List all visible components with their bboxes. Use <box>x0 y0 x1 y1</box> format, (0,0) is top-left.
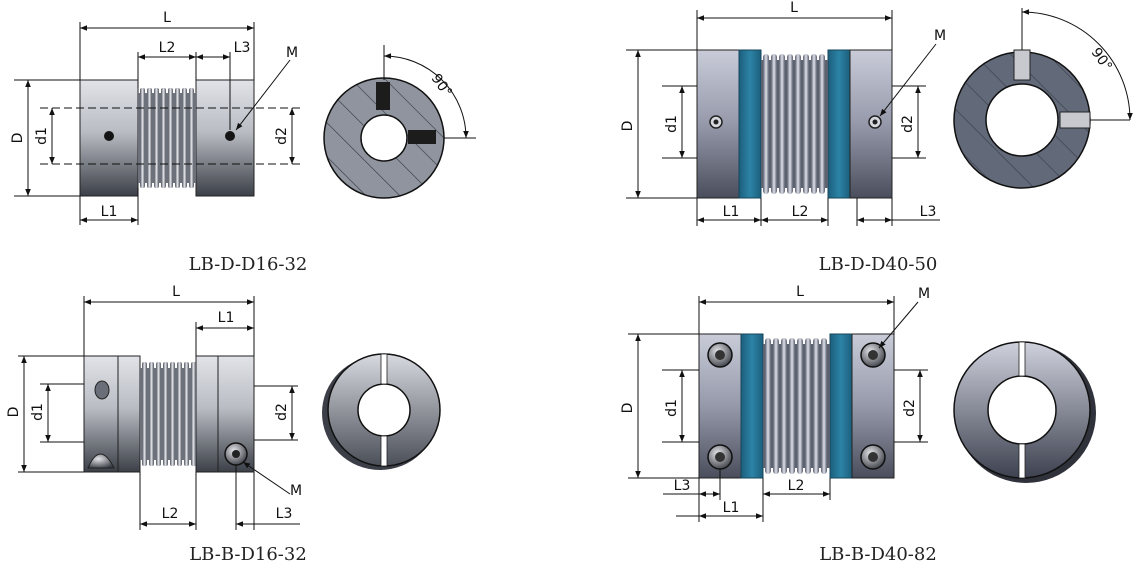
dim-label-L: L <box>172 284 180 300</box>
dim-label-L3: L3 <box>234 40 251 56</box>
angle-label: 90° <box>1088 45 1115 75</box>
dim-label-d1: d1 <box>34 127 50 145</box>
view-lb-d-d16-32: L L2 L3 L1 D d1 d2 M 90° LB-D-D16-32 <box>10 10 476 275</box>
caption-lb-b-d40-82: LB-B-D40-82 <box>819 544 937 565</box>
dim-label-d1: d1 <box>664 399 680 417</box>
angle-label: 90° <box>428 71 455 101</box>
dim-label-d2: d2 <box>902 399 918 417</box>
dimension-lines <box>628 296 928 522</box>
dim-label-L: L <box>163 10 171 26</box>
dim-label-D: D <box>620 121 636 132</box>
right-clamp <box>195 355 219 473</box>
dim-label-d2: d2 <box>274 403 290 421</box>
bellows <box>763 338 830 474</box>
dim-label-L1: L1 <box>218 310 235 326</box>
right-blue-spacer <box>827 49 851 199</box>
view-lb-b-d40-82: L M L3 L2 L1 D d1 d2 LB-B-D40-82 <box>620 284 1096 565</box>
bellows <box>140 362 196 466</box>
screw-head-icon <box>87 453 115 469</box>
slot-icon <box>380 353 388 385</box>
set-screw-icon <box>408 130 436 144</box>
caption-lb-b-d16-32: LB-B-D16-32 <box>189 544 307 565</box>
dim-label-d2: d2 <box>900 115 916 133</box>
dim-label-L1: L1 <box>101 204 118 220</box>
coupling-side-view <box>40 79 300 197</box>
caption-lb-d-d40-50: LB-D-D40-50 <box>819 254 938 275</box>
cross-section-view <box>323 45 476 199</box>
cross-section-view <box>953 8 1133 189</box>
screw-head-icon <box>94 380 110 400</box>
right-blue-spacer <box>829 333 853 479</box>
dim-label-L2: L2 <box>159 40 176 56</box>
coupling-side-view <box>83 355 255 473</box>
slot-icon <box>1018 341 1026 377</box>
dim-label-d1: d1 <box>30 403 46 421</box>
end-view <box>953 341 1096 483</box>
dim-label-d1: d1 <box>664 115 680 133</box>
set-screw-icon <box>376 82 390 110</box>
dim-label-L1: L1 <box>723 500 740 516</box>
left-hub <box>83 355 119 473</box>
right-hub <box>195 79 255 197</box>
dim-label-M: M <box>934 28 946 44</box>
dim-label-M: M <box>286 45 298 61</box>
set-screw-icon <box>1013 49 1031 81</box>
dimension-lines <box>18 296 300 530</box>
slot-icon <box>1018 443 1026 479</box>
dim-label-L3: L3 <box>674 478 691 494</box>
dim-label-D: D <box>620 403 636 414</box>
slot-icon <box>380 435 388 467</box>
view-lb-b-d16-32: L L1 L2 L3 D d1 d2 M LB-B-D16-32 <box>6 284 441 565</box>
left-blue-spacer <box>740 333 764 479</box>
set-screw-hole <box>104 131 114 141</box>
dim-label-L3: L3 <box>920 204 937 220</box>
bellows <box>761 54 828 194</box>
coupling-side-view <box>696 49 893 199</box>
dim-label-M: M <box>290 483 302 499</box>
dimension-lines <box>14 22 295 225</box>
dim-label-L3: L3 <box>276 506 293 522</box>
caption-lb-d-d16-32: LB-D-D16-32 <box>189 254 308 275</box>
dim-label-L: L <box>790 0 798 16</box>
view-lb-d-d40-50: L L1 L2 L3 D d1 d2 M 90° LB-D-D40-50 <box>620 0 1133 275</box>
coupling-side-view <box>698 333 895 479</box>
bellows <box>138 88 196 188</box>
dim-label-L1: L1 <box>723 204 740 220</box>
left-clamp <box>117 355 141 473</box>
dim-label-D: D <box>10 133 26 144</box>
dim-label-M: M <box>918 286 930 302</box>
dim-label-L2: L2 <box>792 204 809 220</box>
set-screw-icon <box>1059 111 1091 129</box>
dim-label-D: D <box>6 407 22 418</box>
dim-label-L: L <box>796 284 804 300</box>
dim-label-L2: L2 <box>788 478 805 494</box>
left-blue-spacer <box>738 49 762 199</box>
end-view <box>322 353 441 470</box>
dim-label-d2: d2 <box>274 127 290 145</box>
dim-label-L2: L2 <box>162 506 179 522</box>
set-screw-hole <box>225 131 235 141</box>
dimension-lines <box>626 10 940 226</box>
